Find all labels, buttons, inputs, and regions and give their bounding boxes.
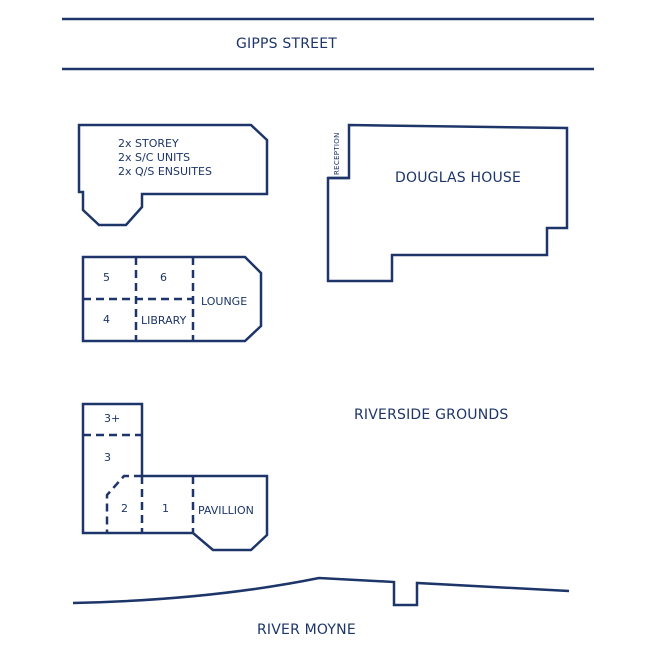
lounge-label: LOUNGE	[201, 295, 248, 308]
room-3-label: 3	[104, 451, 111, 464]
storey-line-2: 2x S/C UNITS	[118, 151, 191, 164]
room-6-label: 6	[160, 271, 167, 284]
lounge-block-outline	[81, 255, 263, 343]
river-bank-line	[72, 576, 570, 607]
room-1-label: 1	[162, 502, 169, 515]
douglas-house-outline	[326, 123, 569, 283]
pavillion-label: PAVILLION	[198, 504, 254, 517]
room-3plus-label: 3+	[104, 412, 121, 425]
storey-line-1: 2x STOREY	[118, 137, 179, 150]
riverside-grounds-label: RIVERSIDE GROUNDS	[354, 407, 509, 423]
room-4-label: 4	[103, 313, 110, 326]
reception-label: RECEPTION	[333, 132, 341, 175]
room-2-label: 2	[121, 502, 128, 515]
gipps-street-label: GIPPS STREET	[236, 36, 338, 52]
storey-building-outline	[77, 123, 269, 227]
storey-line-3: 2x Q/S ENSUITES	[118, 165, 212, 178]
library-label: LIBRARY	[141, 314, 187, 327]
room-5-label: 5	[103, 271, 110, 284]
pavillion-divider-room-2	[105, 474, 142, 533]
pavillion-block-outline	[81, 402, 269, 552]
douglas-house-label: DOUGLAS HOUSE	[395, 170, 522, 186]
river-moyne-label: RIVER MOYNE	[257, 622, 356, 638]
